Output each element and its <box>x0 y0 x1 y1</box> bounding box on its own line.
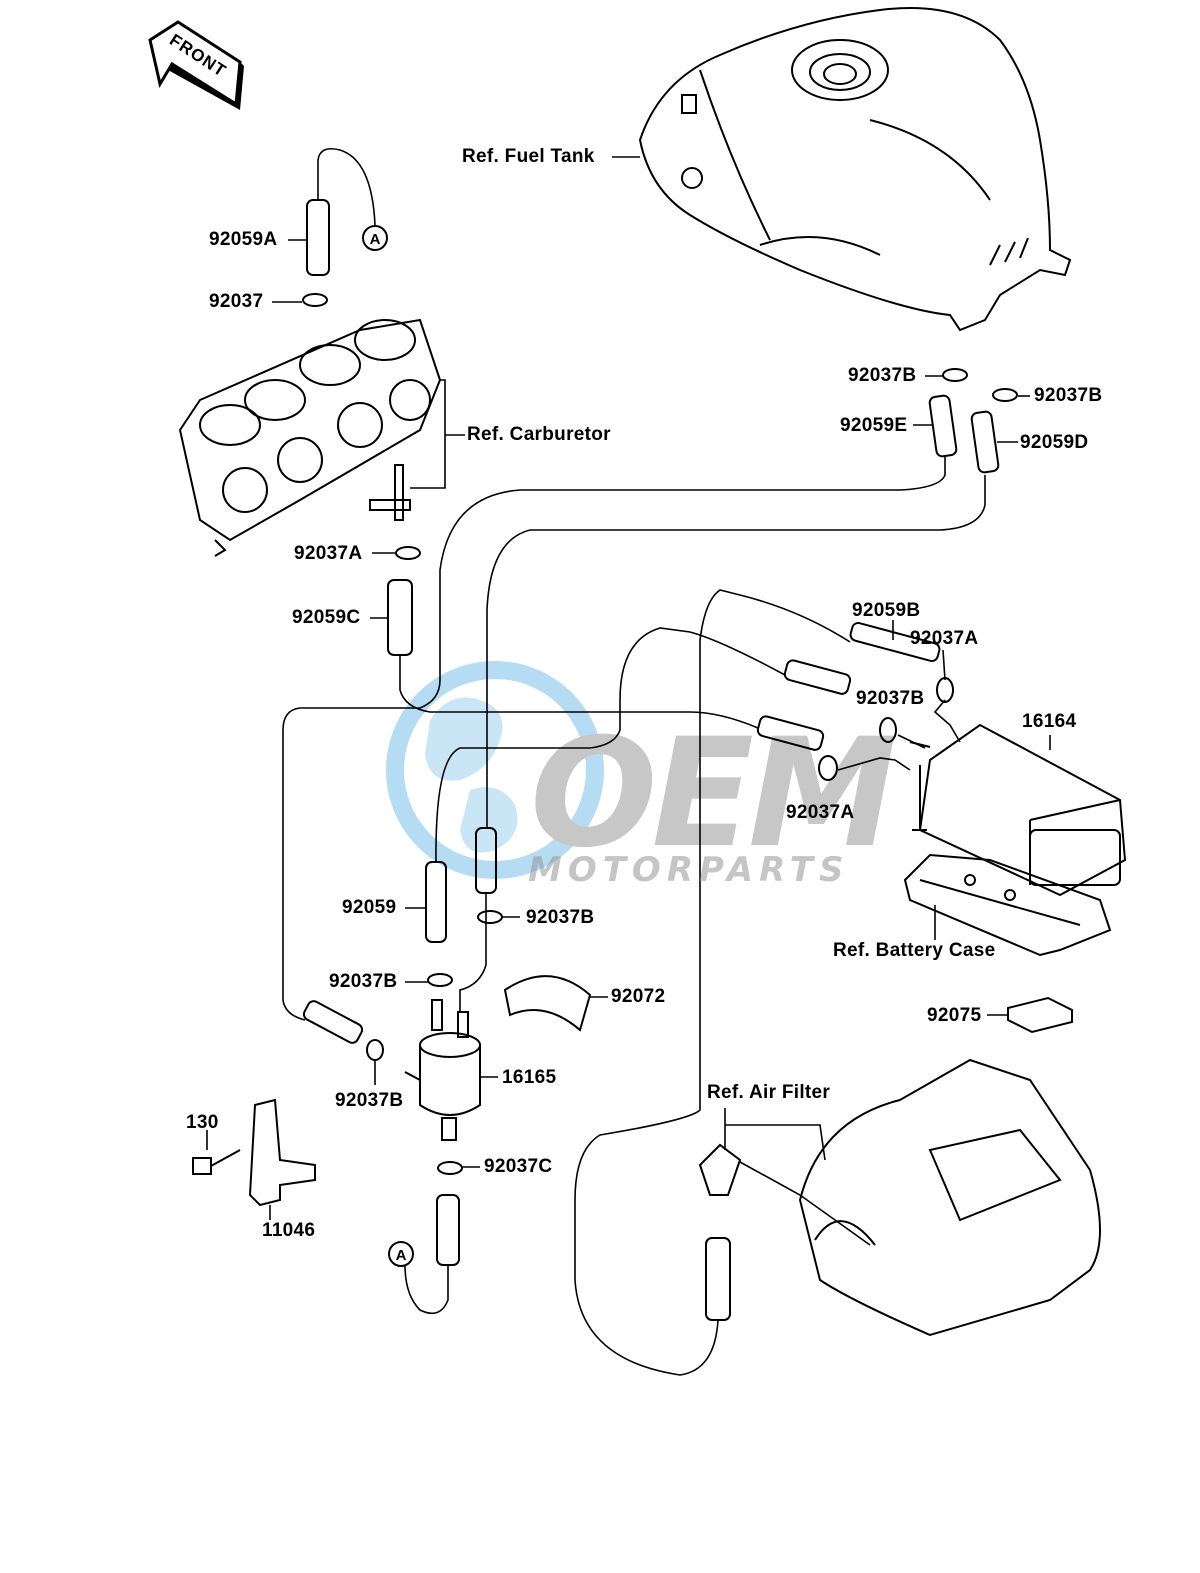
label-92037B-tank-right: 92037B <box>1034 385 1103 406</box>
marker-A-bottom: A <box>388 1241 414 1267</box>
svg-text:A: A <box>370 231 381 248</box>
hose-92059C <box>387 579 413 656</box>
hose-pump-bottom <box>436 1194 460 1266</box>
label-92059D: 92059D <box>1020 432 1089 453</box>
label-92059: 92059 <box>342 897 397 918</box>
label-ref-carburetor: Ref. Carburetor <box>467 424 611 445</box>
label-16164: 16164 <box>1022 711 1077 732</box>
label-130: 130 <box>186 1112 219 1133</box>
label-92037C: 92037C <box>484 1156 553 1177</box>
hose-clips <box>302 293 1018 1175</box>
label-92059C: 92059C <box>292 607 361 628</box>
label-92075: 92075 <box>927 1005 982 1026</box>
label-ref-battery-case: Ref. Battery Case <box>833 940 996 961</box>
label-92037B-mid-right: 92037B <box>526 907 595 928</box>
hose-air-filter <box>705 1237 731 1321</box>
mounting-bracket <box>248 1098 316 1207</box>
label-92037A-top: 92037A <box>294 543 363 564</box>
svg-text:OEM: OEM <box>530 707 895 881</box>
bolt-icon <box>192 1149 241 1175</box>
air-filter-box <box>698 1058 1101 1337</box>
fuel-pump <box>404 999 481 1141</box>
label-92059B: 92059B <box>852 600 921 621</box>
marker-A-top: A <box>362 225 388 251</box>
label-92037A-canister-bottom: 92037A <box>786 802 855 823</box>
hose-pump-side <box>302 1000 364 1044</box>
label-92037A-canister-top: 92037A <box>910 628 979 649</box>
label-ref-air-filter: Ref. Air Filter <box>707 1082 831 1103</box>
hose-92059E <box>928 394 958 458</box>
fuel-tank <box>638 7 1072 332</box>
hose-92059A <box>306 199 330 276</box>
label-16165: 16165 <box>502 1067 557 1088</box>
pump-bracket-clamp <box>503 975 592 1032</box>
label-92037B-tank-left: 92037B <box>848 365 917 386</box>
hose-lower-short <box>756 715 825 751</box>
label-92037: 92037 <box>209 291 264 312</box>
battery-case <box>903 853 1112 957</box>
label-92037B-low: 92037B <box>335 1090 404 1111</box>
hose-92059 <box>425 861 447 943</box>
label-11046: 11046 <box>262 1220 316 1241</box>
hose-upper-short <box>783 659 852 695</box>
foam-pad <box>1007 996 1073 1034</box>
evap-canister <box>909 723 1127 897</box>
hose-routing-lines <box>282 147 986 1376</box>
front-arrow-icon <box>148 20 244 110</box>
svg-text:A: A <box>396 1247 407 1264</box>
label-92037B-mid-left: 92037B <box>329 971 398 992</box>
label-ref-fuel-tank: Ref. Fuel Tank <box>462 146 595 167</box>
label-92037B-canister: 92037B <box>856 688 925 709</box>
hose-pieces <box>302 199 1000 1321</box>
label-92072: 92072 <box>611 986 666 1007</box>
carburetor-assembly <box>178 318 442 557</box>
hose-92059B <box>849 622 941 662</box>
watermark-subtitle: MOTORPARTS <box>528 850 850 890</box>
label-92059A: 92059A <box>209 229 278 250</box>
leader-lines <box>206 156 1051 1220</box>
label-92059E: 92059E <box>840 415 908 436</box>
hose-92059D <box>970 410 1000 474</box>
